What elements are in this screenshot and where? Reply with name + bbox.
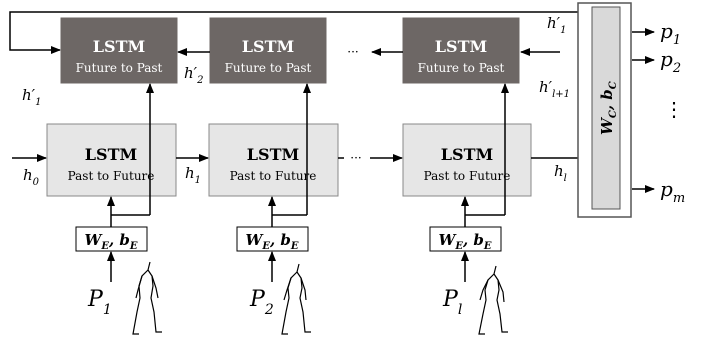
embed-box-2: WE, bE <box>236 226 309 252</box>
input-label-2: P2 <box>249 287 274 318</box>
embed-branch-1 <box>107 83 154 227</box>
backward-lstm-l: LSTM Future to Past <box>402 17 520 84</box>
forward-lstm-l-sub: Past to Future <box>424 169 511 183</box>
skeleton-l <box>478 265 508 335</box>
embed-box-1: WE, bE <box>75 226 148 252</box>
h-prime-1-label: h′1 <box>22 86 41 108</box>
h-prime-2-label: h′2 <box>184 64 203 86</box>
svg-text:WE, bE: WE, bE <box>84 231 137 252</box>
skeleton-1 <box>132 261 162 335</box>
backward-lstm-2-sub: Future to Past <box>225 61 312 75</box>
output-label-m: pm <box>660 177 685 206</box>
forward-lstm-l: LSTM Past to Future <box>402 123 532 197</box>
svg-text:WE, bE: WE, bE <box>438 231 491 252</box>
top-feedback-line <box>9 11 590 54</box>
forward-lstm-1-sub: Past to Future <box>68 169 155 183</box>
svg-text:WE, bE: WE, bE <box>245 231 298 252</box>
classifier-label: WC, bC <box>598 81 619 135</box>
forward-lstm-2-title: LSTM <box>247 145 299 164</box>
backward-lstm-1-sub: Future to Past <box>76 61 163 75</box>
embed-branch-l <box>461 83 509 227</box>
forward-lstm-l-title: LSTM <box>441 145 493 164</box>
forward-lstm-1-title: LSTM <box>85 145 137 164</box>
input-label-l: Pl <box>442 287 462 318</box>
forward-ellipsis: ··· <box>350 151 361 165</box>
embed-box-l: WE, bE <box>429 226 502 252</box>
backward-ellipsis: ··· <box>347 45 358 59</box>
h0-label: h0 <box>23 166 40 188</box>
embed-branch-2 <box>268 83 311 227</box>
h-prime-l1-label: h′l+1 <box>539 78 570 100</box>
backward-lstm-2-title: LSTM <box>242 37 294 56</box>
backward-lstm-l-sub: Future to Past <box>418 61 505 75</box>
forward-lstm-2: LSTM Past to Future <box>208 123 339 197</box>
forward-lstm-2-sub: Past to Future <box>230 169 317 183</box>
backward-lstm-1: LSTM Future to Past <box>60 17 178 84</box>
forward-lstm-1: LSTM Past to Future <box>46 123 177 197</box>
skeleton-2 <box>281 263 311 335</box>
output-vdots: ⋮ <box>664 97 684 121</box>
backward-lstm-l-title: LSTM <box>435 37 487 56</box>
classifier-block: WC, bC <box>577 2 632 218</box>
hl-label: hl <box>554 162 567 184</box>
h-prime-top-label: h′1 <box>547 14 566 36</box>
backward-lstm-1-title: LSTM <box>93 37 145 56</box>
backward-lstm-2: LSTM Future to Past <box>209 17 327 84</box>
output-label-1: p1 <box>660 19 681 48</box>
h1-label: h1 <box>185 164 201 186</box>
output-label-2: p2 <box>660 47 681 76</box>
input-label-1: P1 <box>87 287 112 318</box>
